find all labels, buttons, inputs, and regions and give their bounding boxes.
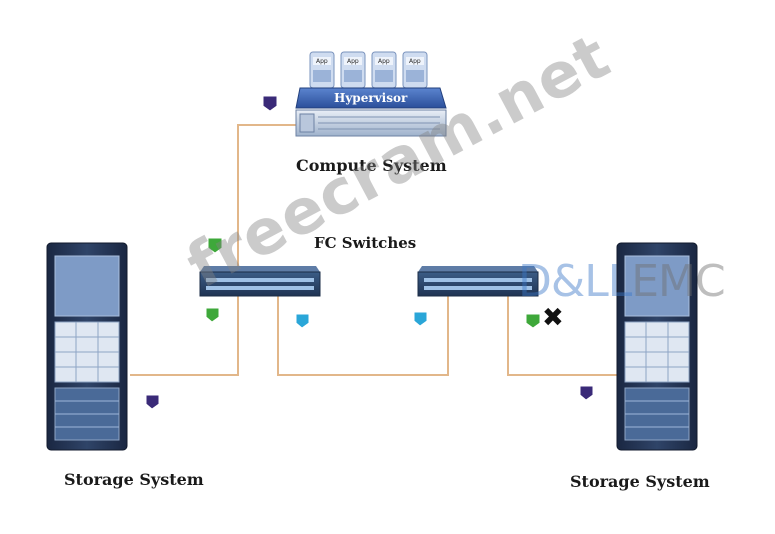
port-markers: [145, 95, 594, 410]
port-marker-switch-left-bottom: [205, 307, 220, 323]
brand-part-1: D&LL: [518, 256, 632, 307]
failure-x-icon: ✖: [542, 303, 564, 333]
port-marker-switch-left-top: [207, 237, 223, 254]
port-marker-switch-left-interlink: [295, 313, 310, 329]
cable-switch-interlink: [277, 296, 449, 376]
app-label: App: [378, 58, 390, 65]
compute-system: App App App App Hypervisor: [295, 51, 447, 137]
app-label: App: [316, 58, 328, 65]
port-marker-switch-right-interlink: [413, 311, 428, 327]
cable-switch-left-to-storage-left: [130, 296, 239, 376]
server-chassis: [295, 109, 447, 137]
app-label: App: [409, 58, 421, 65]
port-marker-storage-left: [145, 394, 160, 410]
cables: [130, 124, 625, 376]
port-marker-storage-right: [579, 385, 594, 401]
cable-switch-right-to-storage-right: [507, 296, 625, 376]
brand-part-2: EMC: [631, 256, 725, 307]
port-marker-compute: [262, 95, 278, 112]
app-vm-stack: App App App App: [309, 51, 428, 89]
fc-switch-left: [199, 266, 321, 297]
app-label: App: [347, 58, 359, 65]
compute-system-label: Compute System: [296, 156, 447, 175]
port-marker-switch-right-bottom: [525, 313, 541, 329]
hypervisor-label: Hypervisor: [334, 91, 408, 105]
fc-switches-label: FC Switches: [314, 234, 417, 252]
hypervisor-layer: [295, 87, 447, 109]
fc-switch-right: [417, 266, 539, 297]
storage-system-left-label: Storage System: [64, 470, 204, 489]
storage-system-left: [46, 242, 128, 451]
cable-compute-to-switch-left: [237, 124, 298, 268]
storage-system-right: [616, 242, 698, 451]
storage-system-right-label: Storage System: [570, 472, 710, 491]
dell-emc-logo: D&LLEMC: [518, 256, 726, 307]
